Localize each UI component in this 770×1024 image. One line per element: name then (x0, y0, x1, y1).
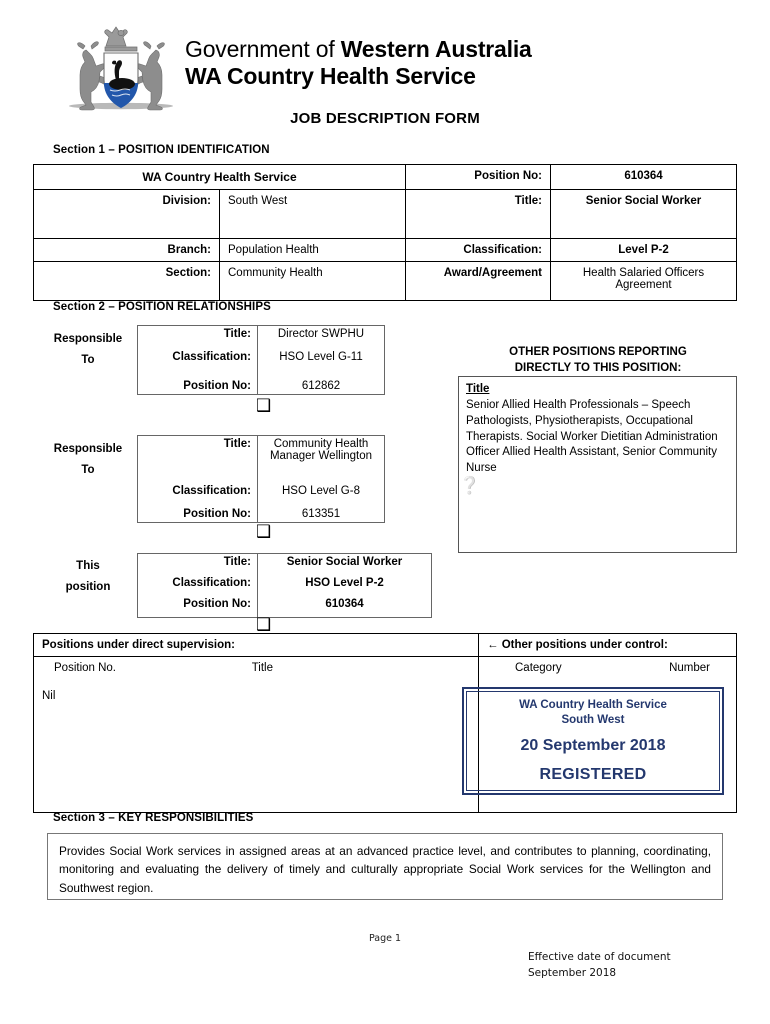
this-position-title-value: Senior Social Worker (286, 556, 403, 568)
registration-stamp: WA Country Health Service South West 20 … (462, 687, 724, 795)
classification-label: Classification: (138, 348, 258, 372)
number-column-header: Number (669, 662, 710, 674)
relationship-box-director: Title: Director SWPHU Classification: HS… (137, 325, 385, 395)
title-label: Title: (138, 436, 258, 477)
title-label: Title: (138, 554, 258, 575)
position-no-label: Position No: (138, 371, 258, 394)
section-value: Community Health (219, 261, 406, 301)
other-positions-panel: Title Senior Allied Health Professionals… (458, 376, 737, 553)
section-2-heading: Section 2 – POSITION RELATIONSHIPS (53, 301, 271, 313)
supervision-left-value: Nil (42, 690, 56, 702)
table-row: Branch: Population Health Classification… (33, 238, 737, 262)
manager-classification-value: HSO Level G-8 (282, 485, 360, 498)
supervision-column-headers: Position No. Title (42, 662, 470, 674)
key-responsibilities-text: Provides Social Work services in assigne… (47, 833, 723, 900)
supervision-right-cell: Category Number (478, 656, 737, 813)
table-row: Position No: 610364 (138, 596, 431, 617)
classification-label: Classification: (138, 575, 258, 596)
arrow-left-icon: ← (487, 639, 499, 651)
effective-date-block: Effective date of document September 201… (528, 949, 671, 982)
position-no-label: Position No: (138, 499, 258, 522)
table-row: Title: Community Health Manager Wellingt… (138, 436, 384, 477)
relationship-label-this-position: This position (65, 560, 111, 594)
category-column-header: Category (515, 662, 562, 674)
positions-under-supervision-header: Positions under direct supervision: (33, 633, 479, 657)
section-3-heading: Section 3 – KEY RESPONSIBILITIES (53, 812, 254, 824)
title-label: Title: (138, 326, 258, 349)
other-positions-body: Senior Allied Health Professionals – Spe… (466, 398, 718, 475)
table-row: Classification: HSO Level P-2 (138, 575, 431, 596)
table-row: WA Country Health Service Position No: 6… (33, 164, 737, 190)
page-number: Page 1 (368, 933, 402, 944)
arrow-up-icon: ❑ (256, 615, 272, 635)
position-no-label: Position No: (138, 596, 258, 617)
page-title: JOB DESCRIPTION FORM (290, 110, 480, 127)
section-label: Section: (33, 261, 220, 301)
award-agreement-label: Award/Agreement (405, 261, 551, 301)
supervision-left-cell: Position No. Title Nil (33, 656, 479, 813)
effective-date-value: September 2018 (528, 967, 617, 980)
relationship-label-responsible-to-1: Responsible To (53, 333, 123, 367)
table-row: Position No: 613351 (138, 499, 384, 522)
position-identification-table: WA Country Health Service Position No: 6… (33, 164, 737, 301)
other-positions-title-label: Title (466, 383, 490, 395)
table-row: Classification: HSO Level G-11 (138, 348, 384, 372)
award-agreement-value: Health Salaried Officers Agreement (550, 261, 737, 301)
other-positions-under-control-header: ← Other positions under control: (478, 633, 737, 657)
relationship-box-this-position: Title: Senior Social Worker Classificati… (137, 553, 432, 618)
stamp-date: 20 September 2018 (520, 736, 666, 754)
document-header: Government of Western Australia WA Count… (60, 24, 620, 111)
wa-coat-of-arms-icon (60, 24, 182, 116)
control-column-headers: Category Number (487, 662, 728, 674)
this-position-no-value: 610364 (325, 598, 364, 610)
stamp-org-line-2: South West (561, 714, 625, 726)
arrow-up-icon: ❑ (256, 396, 272, 416)
table-row: Title: Senior Social Worker (138, 554, 431, 575)
relationship-label-responsible-to-2: Responsible To (53, 443, 123, 477)
table-row: Position No: 612862 (138, 371, 384, 394)
stamp-org-line-1: WA Country Health Service (519, 699, 667, 712)
this-position-classification-value: HSO Level P-2 (305, 577, 384, 589)
table-row: Position No. Title Nil Category Number (33, 656, 737, 813)
director-position-no-value: 612862 (301, 380, 341, 392)
manager-position-no-value: 613351 (301, 508, 341, 520)
classification-label: Classification: (138, 476, 258, 500)
classification-label: Classification: (405, 238, 551, 262)
position-no-label: Position No: (405, 164, 551, 190)
status-badge: REGISTERED (539, 765, 647, 783)
director-title-value: Director SWPHU (277, 328, 365, 340)
other-positions-heading: OTHER POSITIONS REPORTING DIRECTLY TO TH… (509, 346, 687, 374)
director-classification-value: HSO Level G-11 (279, 350, 363, 363)
division-label: Division: (33, 189, 220, 239)
title-value: Senior Social Worker (550, 189, 737, 239)
effective-date-label: Effective date of document (528, 951, 671, 963)
relationship-box-manager: Title: Community Health Manager Wellingt… (137, 435, 385, 523)
title-column-header: Title (251, 662, 273, 674)
manager-title-value: Community Health Manager Wellington (269, 438, 373, 462)
position-no-column-header: Position No. (54, 662, 117, 674)
government-line-2: WA Country Health Service (185, 63, 476, 90)
table-row: Division: South West Title: Senior Socia… (33, 189, 737, 239)
section-1-heading: Section 1 – POSITION IDENTIFICATION (53, 144, 270, 156)
classification-value: Level P-2 (550, 238, 737, 262)
table-row: Title: Director SWPHU (138, 326, 384, 349)
division-value: South West (219, 189, 406, 239)
title-label: Title: (405, 189, 551, 239)
organisation-name: WA Country Health Service (33, 164, 406, 190)
branch-value: Population Health (219, 238, 406, 262)
government-wordmark: Government of Western Australia WA Count… (185, 36, 532, 90)
government-line-1: Government of Western Australia (185, 36, 532, 62)
arrow-up-icon: ❑ (256, 522, 272, 542)
table-row: Positions under direct supervision: ← Ot… (33, 633, 737, 657)
branch-label: Branch: (33, 238, 220, 262)
table-row: Section: Community Health Award/Agreemen… (33, 261, 737, 301)
supervision-table: Positions under direct supervision: ← Ot… (33, 633, 737, 813)
position-no-value: 610364 (550, 164, 737, 190)
arrow-left-icon: ❔ (459, 476, 481, 496)
table-row: Classification: HSO Level G-8 (138, 476, 384, 500)
